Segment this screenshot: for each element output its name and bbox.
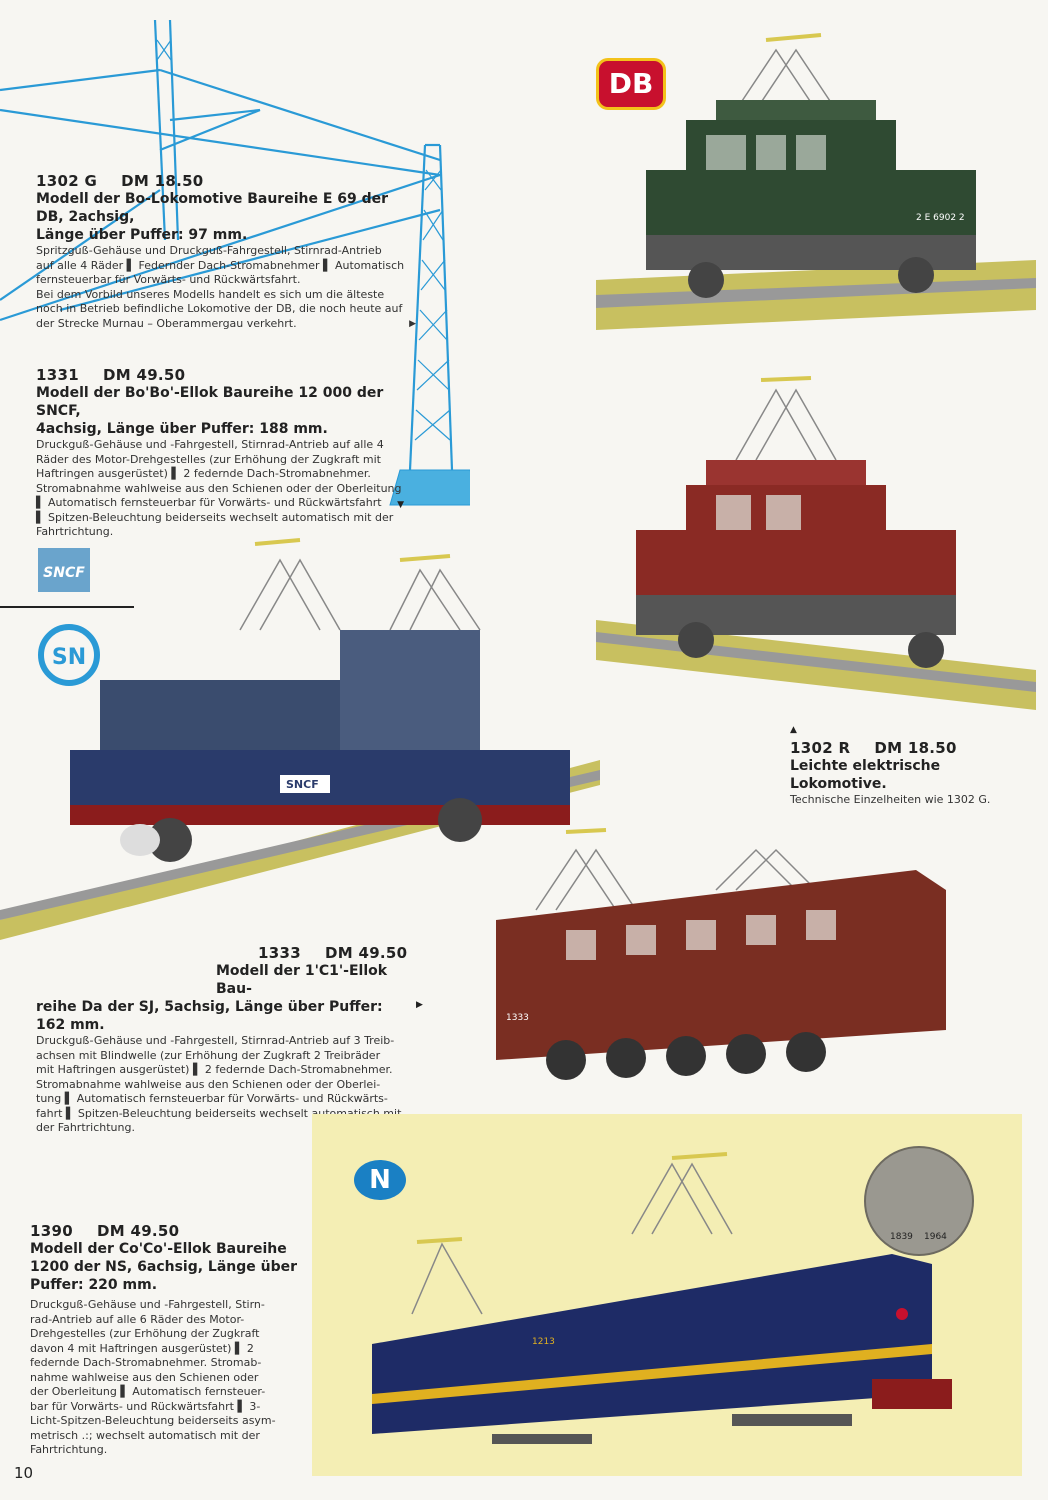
- divider-line: [0, 606, 134, 608]
- product-header: 1390 DM 49.50: [30, 1222, 306, 1240]
- product-number: 1390: [30, 1222, 73, 1240]
- description-line: Druckguß-Gehäuse und -Fahrgestell, Stirn…: [36, 438, 384, 451]
- description-line: Fahrtrichtung.: [36, 525, 114, 538]
- description-line: nahme wahlweise aus den Schienen oder: [30, 1370, 259, 1384]
- product-description: Technische Einzelheiten wie 1302 G.: [790, 793, 991, 806]
- db-logo-text: DB: [608, 67, 654, 100]
- description-line: der Oberleitung ▌ Automatisch fernsteuer…: [30, 1385, 266, 1398]
- description-line: Räder des Motor-Drehgestelles (zur Erhöh…: [36, 452, 381, 466]
- description-line: noch in Betrieb befindliche Lokomotive d…: [36, 302, 403, 315]
- ns-logo-text: N: [369, 1165, 391, 1195]
- description-line: Druckguß-Gehäuse und -Fahrgestell, Stirn…: [30, 1298, 265, 1311]
- description-line: Druckguß-Gehäuse und -Fahrgestell, Stirn…: [36, 1034, 395, 1047]
- loco-label-text: 1213: [532, 1337, 555, 1347]
- product-number: 1331: [36, 366, 79, 384]
- description-text: der Strecke Murnau – Oberammergau verkeh…: [36, 316, 297, 330]
- locomotive-1302g-image: 2 E 6902 2: [596, 33, 1036, 330]
- product-header: 1302 G DM 18.50: [36, 172, 416, 190]
- description-line: Haftringen ausgerüstet) ▌ 2 federnde Dac…: [36, 467, 371, 480]
- loco-label-text: SNCF: [286, 778, 319, 791]
- product-title-line: Modell der Bo-Lokomotive Baureihe E 69 d…: [36, 191, 389, 225]
- description-line: Spritzguß-Gehäuse und Druckguß-Fahrgeste…: [36, 244, 382, 257]
- product-title-line: Modell der 1'C1'-Ellok Bau-: [216, 963, 388, 997]
- product-price: DM 49.50: [96, 1222, 180, 1240]
- product-title-line: 1200 der NS, 6achsig, Länge über: [30, 1259, 298, 1275]
- product-description: Druckguß-Gehäuse und -Fahrgestell, Stirn…: [30, 1298, 306, 1458]
- arrow-right-icon: ▶: [416, 1000, 423, 1010]
- product-title-line: Modell der Bo'Bo'-Ellok Baureihe 12 000 …: [36, 385, 384, 419]
- loco-number-text: 2 E 6902 2: [916, 213, 965, 223]
- description-line: metrisch .:; wechselt automatisch mit de…: [30, 1428, 260, 1442]
- description-line: Stromabnahme wahlweise aus den Schienen …: [36, 1077, 381, 1091]
- product-1302r: ▲ 1302 R DM 18.50 Leichte elektrische Lok…: [790, 725, 1030, 806]
- featured-panel-1390: N 1839 1964 1213: [312, 1114, 1022, 1476]
- description-line: Stromabnahme wahlweise aus den Schienen …: [36, 481, 402, 495]
- description-line: rad-Antrieb auf alle 6 Räder des Motor-: [30, 1312, 245, 1326]
- description-line: federnde Dach-Stromabnehmer. Stromab-: [30, 1356, 262, 1369]
- product-price: DM 18.50: [874, 739, 957, 757]
- product-price: DM 49.50: [324, 944, 408, 962]
- description-line: der Strecke Murnau – Oberammergau verkeh…: [36, 317, 416, 332]
- product-price: DM 49.50: [102, 366, 186, 384]
- arrow-down-icon: ▼: [397, 500, 404, 510]
- anniversary-coin: 1839 1964: [864, 1146, 974, 1256]
- product-header: 1333 DM 49.50: [36, 944, 410, 962]
- product-1302g: 1302 G DM 18.50 Modell der Bo-Lokomotive …: [36, 172, 416, 331]
- product-1333: 1333 DM 49.50 Modell der 1'C1'-Ellok Bau-…: [36, 944, 423, 1136]
- loco-label-text: 1333: [506, 1013, 529, 1023]
- locomotive-1390-image: 1213: [372, 1152, 952, 1444]
- product-number: 1333: [258, 944, 301, 962]
- sn-logo-text: SN: [51, 645, 87, 670]
- coin-year-left: 1839: [890, 1232, 913, 1242]
- product-title-line: reihe Da der SJ, 5achsig, Länge über Puf…: [36, 999, 383, 1033]
- product-header: 1302 R DM 18.50: [790, 739, 1030, 757]
- description-line: Fahrtrichtung.: [30, 1443, 108, 1456]
- product-number: 1302 R: [790, 739, 851, 757]
- description-line: Bei dem Vorbild unseres Modells handelt …: [36, 287, 385, 301]
- locomotive-1333-image: 1333: [496, 828, 946, 1080]
- product-1331: 1331 DM 49.50 Modell der Bo'Bo'-Ellok Bau…: [36, 366, 404, 540]
- catenary-mast-illustration: [0, 19, 470, 506]
- description-line: Drehgestelles (zur Erhöhung der Zugkraft: [30, 1327, 260, 1340]
- ns-logo: N: [354, 1160, 406, 1200]
- product-title-line: Länge über Puffer: 97 mm.: [36, 227, 248, 243]
- locomotive-1331-image: SNCF: [0, 538, 600, 940]
- description-line: fernsteuerbar für Vorwärts- und Rückwärt…: [36, 273, 301, 286]
- description-line: mit Haftringen ausgerüstet) ▌ 2 federnde…: [36, 1063, 393, 1076]
- description-line: bar für Vorwärts- und Rückwärtsfahrt ▌ 3…: [30, 1399, 261, 1413]
- product-title-line: Puffer: 220 mm.: [30, 1277, 158, 1293]
- description-line: davon 4 mit Haftringen ausgerüstet) ▌ 2: [30, 1341, 254, 1355]
- description-line: auf alle 4 Räder ▌ Federnder Dach-Stroma…: [36, 258, 405, 272]
- description-line: ▌ Automatisch fernsteuerbar für Vorwärts…: [36, 496, 382, 509]
- product-title-line: Modell der Co'Co'-Ellok Baureihe: [30, 1241, 287, 1257]
- description-line: der Fahrtrichtung.: [36, 1121, 135, 1134]
- product-title-line: 4achsig, Länge über Puffer: 188 mm.: [36, 421, 328, 437]
- locomotive-1302r-image: [596, 376, 1036, 710]
- db-logo: DB: [596, 58, 666, 110]
- description-line: ▌ Spitzen-Beleuchtung beiderseits wechse…: [36, 510, 394, 524]
- description-line: fahrt ▌ Spitzen-Beleuchtung beiderseits …: [36, 1106, 402, 1120]
- sncf-logo-text: SNCF: [43, 565, 85, 581]
- description-line: tung ▌ Automatisch fernsteuerbar für Vor…: [36, 1092, 388, 1105]
- product-description: Druckguß-Gehäuse und -Fahrgestell, Stirn…: [36, 1034, 410, 1136]
- description-line: achsen mit Blindwelle (zur Erhöhung der …: [36, 1048, 381, 1062]
- product-description: Spritzguß-Gehäuse und Druckguß-Fahrgeste…: [36, 244, 416, 331]
- product-number: 1302 G: [36, 172, 98, 190]
- product-description: Druckguß-Gehäuse und -Fahrgestell, Stirn…: [36, 438, 404, 540]
- product-1390: 1390 DM 49.50 Modell der Co'Co'-Ellok Bau…: [30, 1222, 306, 1458]
- product-price: DM 18.50: [121, 172, 204, 190]
- coin-year-right: 1964: [924, 1232, 947, 1242]
- product-header: 1331 DM 49.50: [36, 366, 404, 384]
- sncf-logo: SNCF: [38, 548, 90, 592]
- page-number: 10: [14, 1464, 34, 1482]
- sn-logo: SN: [38, 624, 100, 686]
- arrow-up-icon: ▲: [790, 725, 797, 735]
- arrow-right-icon: ▶: [409, 318, 416, 329]
- product-title: Leichte elektrische Lokomotive.: [790, 758, 941, 792]
- description-line: Licht-Spitzen-Beleuchtung beiderseits as…: [30, 1414, 276, 1427]
